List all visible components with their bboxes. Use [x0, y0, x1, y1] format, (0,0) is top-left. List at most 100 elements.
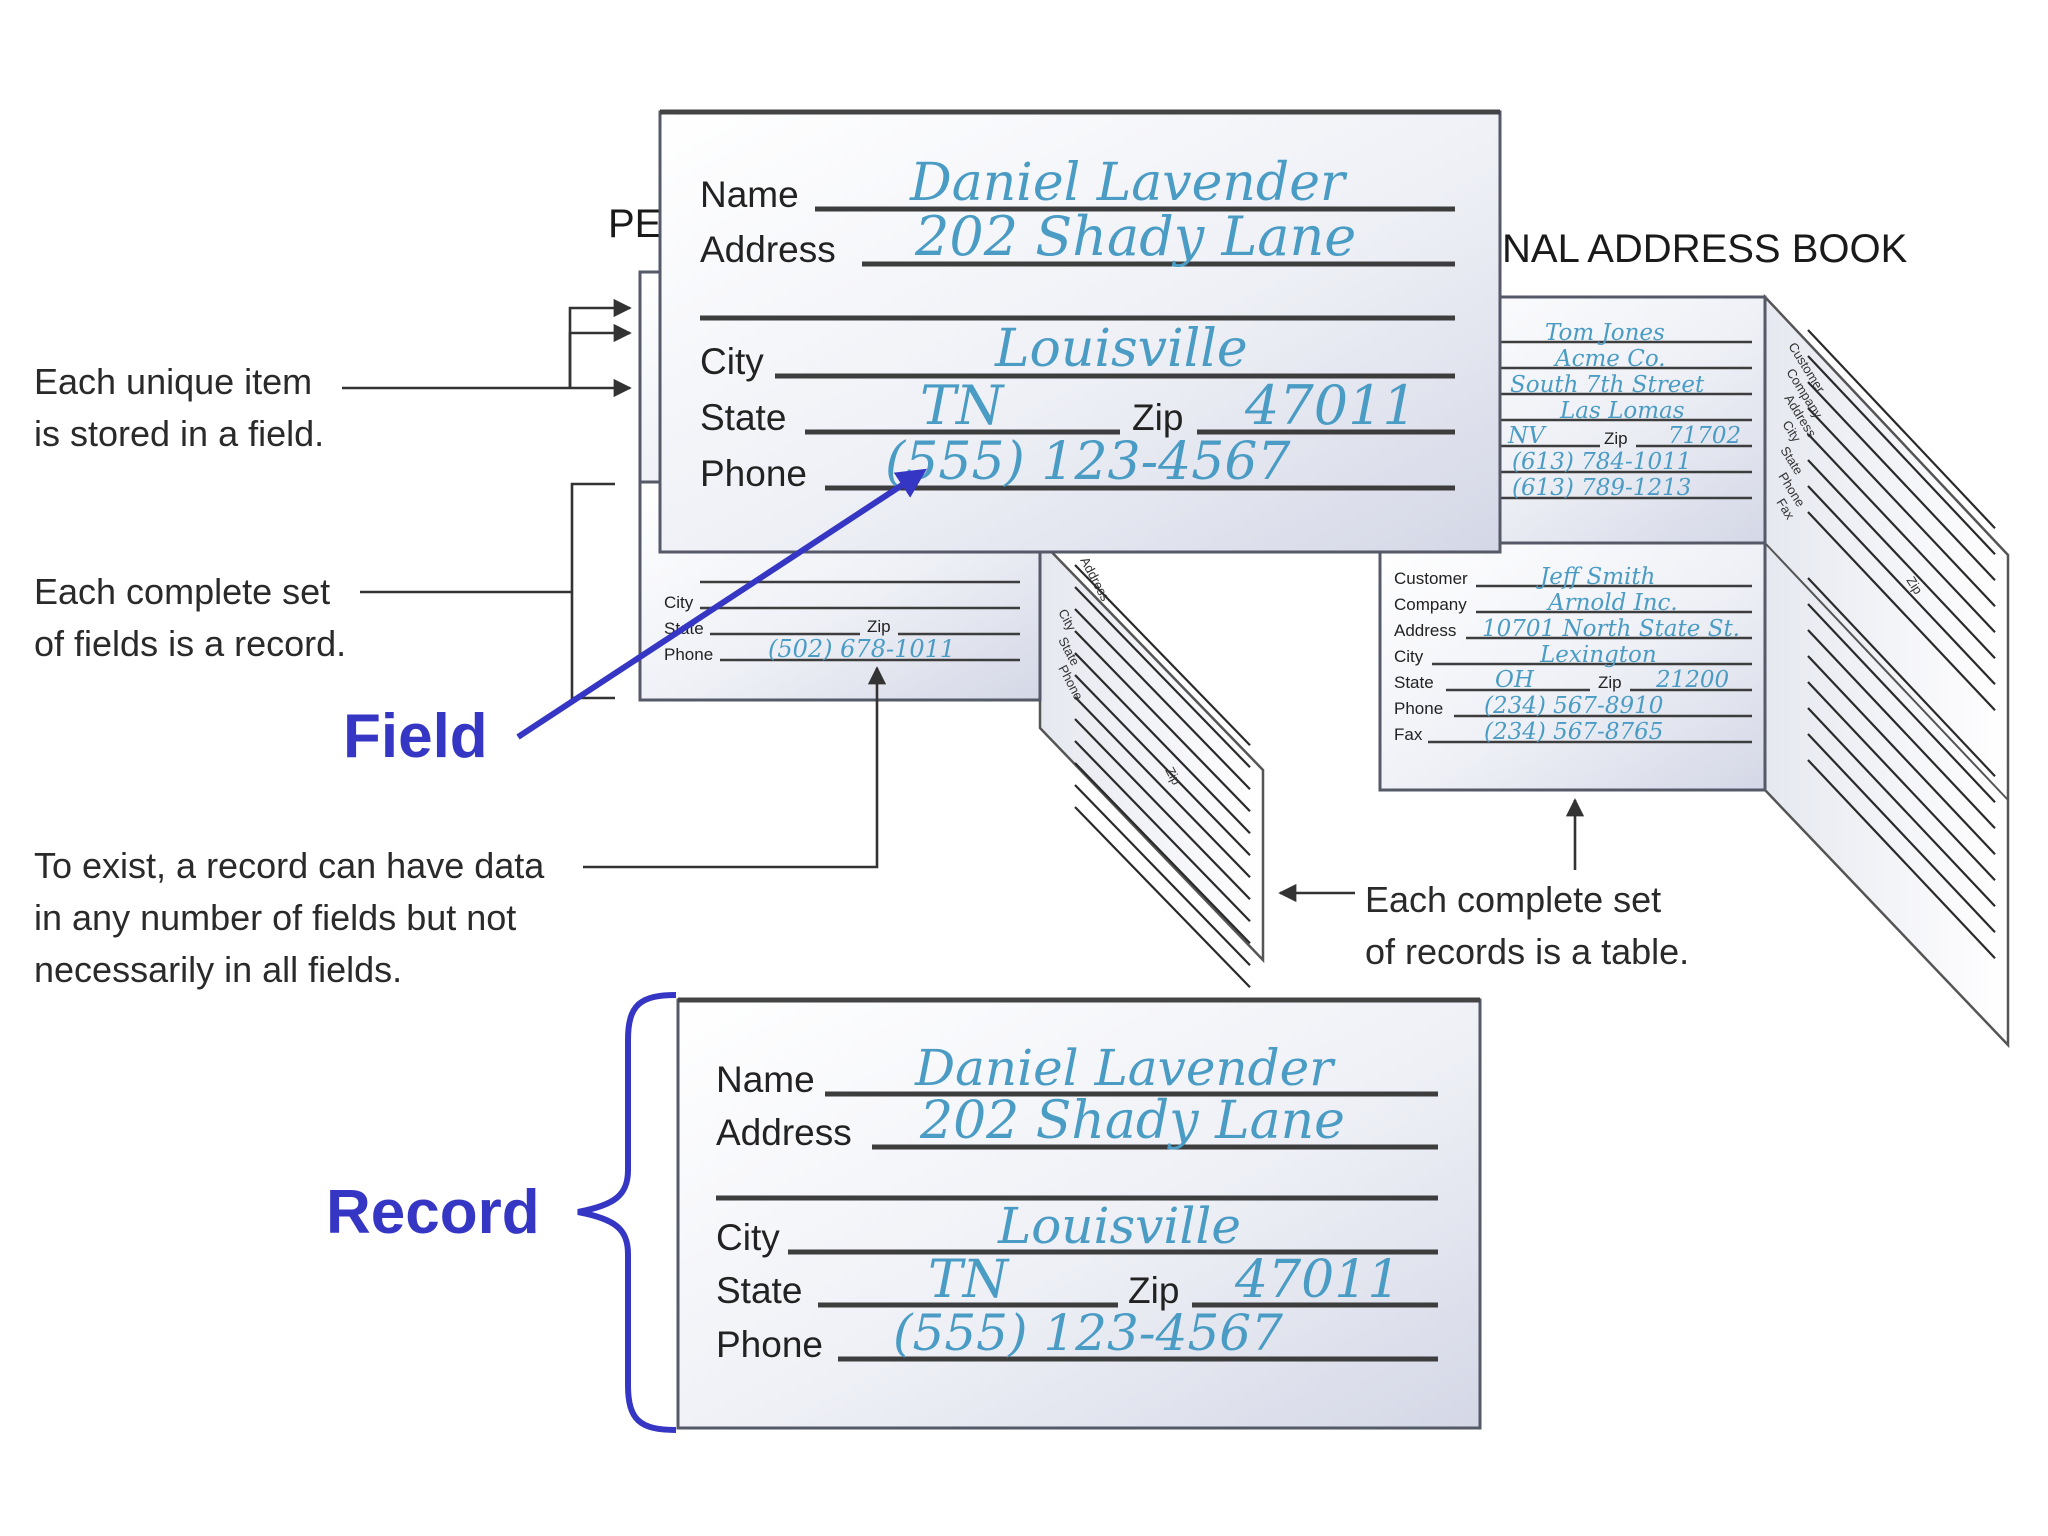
rb-phone-label: Phone: [1394, 699, 1443, 718]
rb-phone-value: (234) 567-8910: [1484, 693, 1663, 719]
right-side-divider: [1764, 542, 2009, 801]
rb-state-value: OH: [1495, 667, 1535, 693]
left-side-rule-4: [1074, 652, 1251, 835]
callout-record-set-line2: of fields is a record.: [34, 623, 346, 664]
rb-fax-label: Fax: [1394, 725, 1423, 744]
callout-field-item-line2: is stored in a field.: [34, 413, 324, 454]
left-side-rule-5: [1074, 674, 1251, 857]
right-side-rule-top-6: [1807, 485, 1996, 685]
big-card-top: [658, 110, 1502, 554]
left-side-zip-label: Zip: [1162, 764, 1184, 787]
record-set-bracket: [570, 482, 615, 700]
left-side-rule-10: [1074, 784, 1251, 967]
big-card-state-value: TN: [920, 374, 1005, 437]
left-side-rule-3: [1074, 630, 1251, 813]
left-back-card-fields: City State Zip Phone (502) 678-1011: [664, 580, 1020, 664]
record-card: Name Daniel Lavender Address 202 Shady L…: [676, 997, 1482, 1430]
record-card-name-value: Daniel Lavender: [914, 1039, 1336, 1097]
callout-record-exist-line2: in any number of fields but not: [34, 897, 516, 938]
big-card-zip-value: 47011: [1244, 374, 1417, 437]
right-side-rule-top-7: [1807, 511, 1996, 711]
record-brace: [577, 992, 677, 1433]
right-side-rule-bottom-1: [1807, 603, 1996, 803]
rb-customer-value: Jeff Smith: [1536, 564, 1655, 590]
big-card-field-example: Name Daniel Lavender Address 202 Shady L…: [658, 109, 1502, 554]
left-side-rule-6: [1074, 696, 1251, 879]
record-card-name-label: Name: [716, 1059, 815, 1100]
right-side-ruling: [1807, 329, 1996, 959]
big-card-phone-label: Phone: [700, 453, 807, 494]
big-card-name-value: Daniel Lavender: [909, 153, 1348, 213]
record-card-phone-label: Phone: [716, 1324, 823, 1365]
rb-zip-label: Zip: [1598, 673, 1622, 692]
big-card-phone-value: (555) 123-4567: [885, 432, 1291, 492]
callout-record-exist: To exist, a record can have data in any …: [34, 845, 554, 990]
rt-state-value: NV: [1507, 423, 1547, 449]
rb-company-value: Arnold Inc.: [1546, 590, 1678, 616]
right-side-rule-bottom-7: [1807, 759, 1996, 959]
record-card-city-value: Louisville: [997, 1197, 1241, 1255]
right-bottom-card-fields: Customer Jeff Smith Company Arnold Inc. …: [1394, 564, 1752, 745]
callout-record-set: Each complete set of fields is a record.: [34, 571, 346, 664]
rt-company-value: Acme Co.: [1553, 346, 1666, 372]
rb-zip-value: 21200: [1655, 667, 1729, 693]
record-card-zip-label: Zip: [1128, 1270, 1179, 1311]
rb-company-label: Company: [1394, 595, 1467, 614]
left-back-phone-label: Phone: [664, 645, 713, 664]
callout-record-set-line1: Each complete set: [34, 571, 330, 612]
right-side-rule-bottom-4: [1807, 681, 1996, 881]
rb-city-label: City: [1394, 647, 1424, 666]
rb-customer-label: Customer: [1394, 569, 1468, 588]
rt-fax-value: (613) 789-1213: [1512, 475, 1691, 501]
left-side-rule-1: [1074, 586, 1251, 769]
callout-field-item-line1: Each unique item: [34, 361, 312, 402]
big-card-address-label: Address: [700, 229, 836, 270]
record-card-phone-value: (555) 123-4567: [893, 1304, 1283, 1362]
blue-annotations: Field Record: [326, 468, 928, 1433]
right-side-rule-top-2: [1807, 381, 1996, 581]
callout-field-item: Each unique item is stored in a field.: [34, 361, 324, 454]
left-side-page: [1038, 536, 1265, 964]
callout-record-exist-line1: To exist, a record can have data: [34, 845, 545, 886]
left-back-city-label: City: [664, 593, 694, 612]
left-back-zip-label: Zip: [867, 617, 891, 636]
big-card-zip-label: Zip: [1132, 397, 1183, 438]
right-side-rule-top-4: [1807, 433, 1996, 633]
left-side-rule-0: [1074, 564, 1251, 747]
rt-zip-value: 71702: [1668, 423, 1741, 449]
big-card-state-label: State: [700, 397, 786, 438]
field-item-branch-top: [568, 298, 632, 388]
record-card-city-label: City: [716, 1217, 780, 1258]
big-card-address-value: 202 Shady Lane: [914, 205, 1356, 268]
right-side-rule-bottom-2: [1807, 629, 1996, 829]
rt-phone-value: (613) 784-1011: [1512, 449, 1691, 475]
rb-fax-value: (234) 567-8765: [1484, 719, 1663, 745]
callout-lines: [342, 298, 1585, 903]
record-card-state-label: State: [716, 1270, 802, 1311]
left-side-ruling: [1074, 564, 1251, 989]
right-side-rule-bottom-6: [1807, 733, 1996, 933]
left-side-rule-7: [1074, 718, 1251, 901]
big-card-city-value: Louisville: [994, 319, 1248, 379]
book-title-right: NAL ADDRESS BOOK: [1502, 227, 1908, 271]
left-side-rule-11: [1074, 806, 1251, 989]
rb-address-value: 10701 North State St.: [1482, 616, 1740, 642]
record-highlight-label: Record: [326, 1178, 540, 1247]
left-back-phone-value: (502) 678-1011: [768, 635, 955, 663]
right-bottom-card: [1378, 541, 1767, 792]
left-side-rule-8: [1074, 740, 1251, 923]
big-card-city-label: City: [700, 341, 764, 382]
rb-state-label: State: [1394, 673, 1434, 692]
callout-record-exist-line3: necessarily in all fields.: [34, 949, 402, 990]
rb-city-value: Lexington: [1539, 642, 1657, 668]
right-side-rule-top-0: [1807, 329, 1996, 529]
rb-address-label: Address: [1394, 621, 1456, 640]
record-card-zip-value: 47011: [1234, 1250, 1400, 1310]
callout-table-set: Each complete set of records is a table.: [1365, 879, 1689, 972]
rt-customer-value: Tom Jones: [1545, 320, 1665, 346]
record-exist-leader: [583, 666, 887, 869]
left-side-rule-9: [1074, 762, 1251, 945]
record-card-address-value: 202 Shady Lane: [919, 1091, 1345, 1151]
rt-address-value: South 7th Street: [1510, 372, 1705, 398]
right-side-rule-bottom-3: [1807, 655, 1996, 855]
